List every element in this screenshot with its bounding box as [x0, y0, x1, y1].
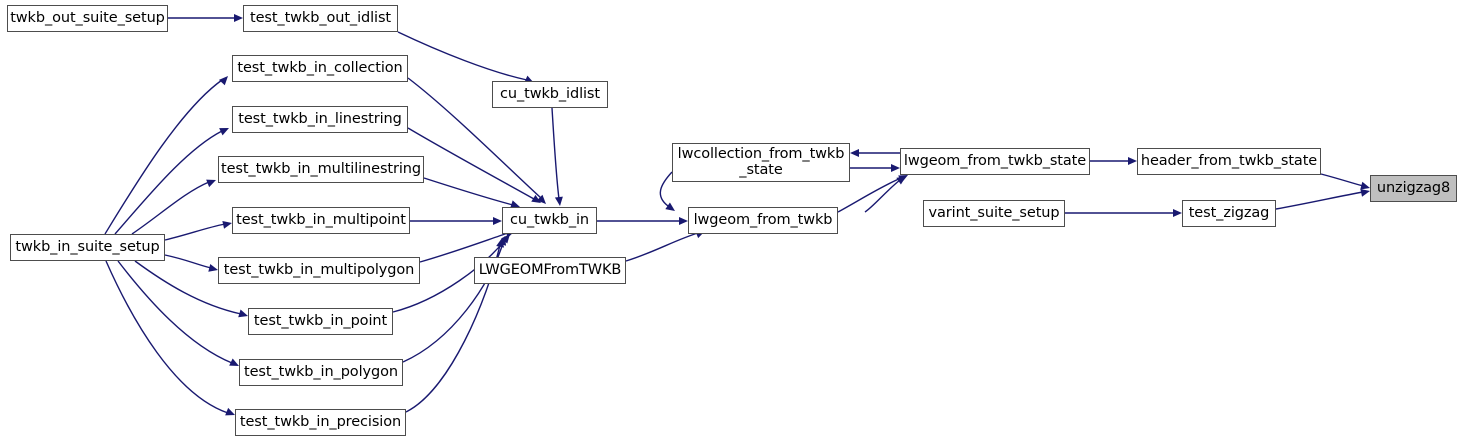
edge-test_twkb_out_idlist-to-cu_twkb_idlist	[397, 31, 534, 83]
edge-twkb_in_suite_setup-to-test_twkb_in_precision	[105, 260, 235, 416]
edge-lwcollection_from_twkb_state-to-lwgeom_from_twkb	[659, 171, 675, 211]
edge-test_twkb_in_point-to-cu_twkb_in	[392, 234, 510, 313]
edge-cu_twkb_in-to-lwgeom_from_twkb	[597, 217, 688, 225]
arrowhead	[206, 179, 216, 188]
edge-lwgeom_from_twkb_state-to-header_from_twkb_state	[1090, 157, 1137, 165]
arrowhead	[536, 194, 546, 204]
graph-node-test_twkb_in_point[interactable]: test_twkb_in_point	[248, 308, 393, 335]
arrowhead	[510, 200, 520, 209]
arrowhead	[501, 234, 510, 244]
arrowhead	[218, 76, 228, 86]
graph-node-cu_twkb_idlist[interactable]: cu_twkb_idlist	[492, 81, 608, 108]
arrowhead	[531, 194, 541, 203]
edge-twkb_in_suite_setup-to-test_twkb_in_multipoint	[164, 220, 232, 241]
arrowhead	[219, 128, 229, 136]
edge-cu_twkb_idlist-to-cu_twkb_in	[551, 107, 563, 206]
arrowhead	[850, 149, 859, 157]
edge-varint_suite_setup-to-test_zigzag	[1065, 209, 1182, 217]
arrowhead	[225, 407, 235, 416]
graph-node-unzigzag8[interactable]: unzigzag8	[1370, 175, 1457, 202]
arrowhead	[1128, 157, 1137, 165]
graph-node-test_twkb_in_polygon[interactable]: test_twkb_in_polygon	[239, 359, 403, 386]
edge-twkb_in_suite_setup-to-test_twkb_in_linestring	[114, 128, 229, 235]
arrowhead	[208, 263, 218, 272]
arrowhead	[234, 14, 243, 22]
graph-node-cu_twkb_in[interactable]: cu_twkb_in	[502, 207, 597, 234]
graph-node-test_twkb_out_idlist[interactable]: test_twkb_out_idlist	[243, 5, 398, 32]
edge-header_from_twkb_state-to-unzigzag8	[1320, 173, 1370, 190]
edge-test_twkb_in_multilinestring-to-cu_twkb_in	[423, 177, 520, 209]
graph-node-test_twkb_in_collection[interactable]: test_twkb_in_collection	[232, 55, 408, 82]
graph-node-header_from_twkb_state[interactable]: header_from_twkb_state	[1137, 148, 1321, 175]
edge-twkb_in_suite_setup-to-test_twkb_in_point	[134, 260, 248, 318]
graph-node-test_twkb_in_multipolygon[interactable]: test_twkb_in_multipolygon	[218, 257, 420, 284]
arrowhead	[493, 217, 502, 225]
arrowhead	[222, 220, 232, 229]
graph-node-twkb_in_suite_setup[interactable]: twkb_in_suite_setup	[10, 234, 165, 261]
arrowhead	[891, 164, 900, 172]
graph-node-LWGEOMFromTWKB[interactable]: LWGEOMFromTWKB	[474, 257, 626, 284]
edge-twkb_in_suite_setup-to-test_twkb_in_multilinestring	[131, 179, 216, 235]
graph-node-varint_suite_setup[interactable]: varint_suite_setup	[923, 200, 1065, 227]
edge-varint_suite_setup-to-lwgeom_from_twkb_state	[864, 176, 906, 213]
edge-test_twkb_in_multipoint-to-cu_twkb_in	[410, 217, 502, 225]
graph-node-test_twkb_in_multilinestring[interactable]: test_twkb_in_multilinestring	[218, 156, 424, 183]
arrowhead	[238, 309, 248, 318]
arrowhead	[896, 176, 906, 185]
arrowhead	[1173, 209, 1182, 217]
graph-node-lwgeom_from_twkb_state[interactable]: lwgeom_from_twkb_state	[900, 148, 1090, 175]
arrowhead	[229, 358, 239, 366]
graph-node-test_twkb_in_precision[interactable]: test_twkb_in_precision	[235, 409, 406, 436]
graph-node-lwcollection_from_twkb_state[interactable]: lwcollection_from_twkb _state	[672, 143, 850, 182]
arrowhead	[1360, 181, 1370, 190]
edge-test_twkb_in_linestring-to-cu_twkb_in	[407, 127, 541, 203]
edge-test_zigzag-to-unzigzag8	[1275, 188, 1370, 210]
graph-node-test_zigzag[interactable]: test_zigzag	[1182, 200, 1276, 227]
arrowhead	[665, 202, 675, 211]
edge-twkb_out_suite_setup-to-test_twkb_out_idlist	[168, 14, 243, 22]
graph-node-test_twkb_in_multipoint[interactable]: test_twkb_in_multipoint	[232, 207, 410, 234]
arrowhead	[1360, 188, 1370, 197]
arrowhead	[496, 238, 505, 248]
edge-twkb_in_suite_setup-to-test_twkb_in_polygon	[117, 260, 239, 366]
edge-twkb_in_suite_setup-to-test_twkb_in_collection	[104, 76, 228, 235]
arrowhead	[679, 217, 688, 225]
edge-twkb_in_suite_setup-to-test_twkb_in_multipolygon	[164, 254, 218, 272]
graph-node-test_twkb_in_linestring[interactable]: test_twkb_in_linestring	[232, 106, 408, 133]
edge-test_twkb_in_collection-to-cu_twkb_in	[407, 77, 546, 204]
graph-node-twkb_out_suite_setup[interactable]: twkb_out_suite_setup	[7, 5, 168, 32]
edge-lwgeom_from_twkb_state-to-lwcollection_from_twkb_state	[850, 149, 900, 157]
arrowhead	[554, 196, 563, 206]
graph-node-lwgeom_from_twkb[interactable]: lwgeom_from_twkb	[688, 207, 838, 234]
edge-lwcollection_from_twkb_state-to-lwgeom_from_twkb_state	[850, 164, 900, 172]
